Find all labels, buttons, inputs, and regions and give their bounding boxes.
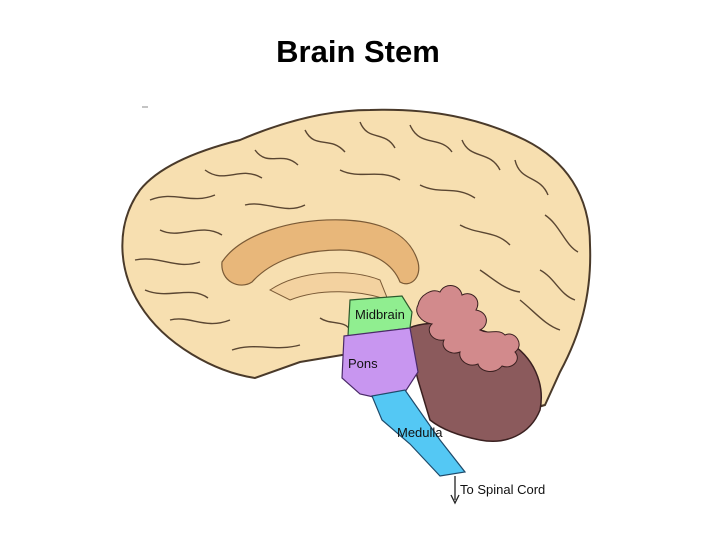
medulla-label: Medulla	[397, 425, 443, 440]
pons-label: Pons	[348, 356, 378, 371]
cerebral-folds	[134, 121, 579, 351]
slide-title: Brain Stem	[276, 34, 440, 69]
midbrain-region	[347, 295, 413, 337]
corpus-callosum	[221, 219, 420, 286]
midbrain-label: Midbrain	[355, 307, 405, 322]
medulla-region	[371, 389, 467, 477]
spinal-cord-arrow	[450, 476, 460, 505]
spinal-cord-label: To Spinal Cord	[460, 482, 545, 497]
cerebellum-light	[416, 285, 520, 372]
